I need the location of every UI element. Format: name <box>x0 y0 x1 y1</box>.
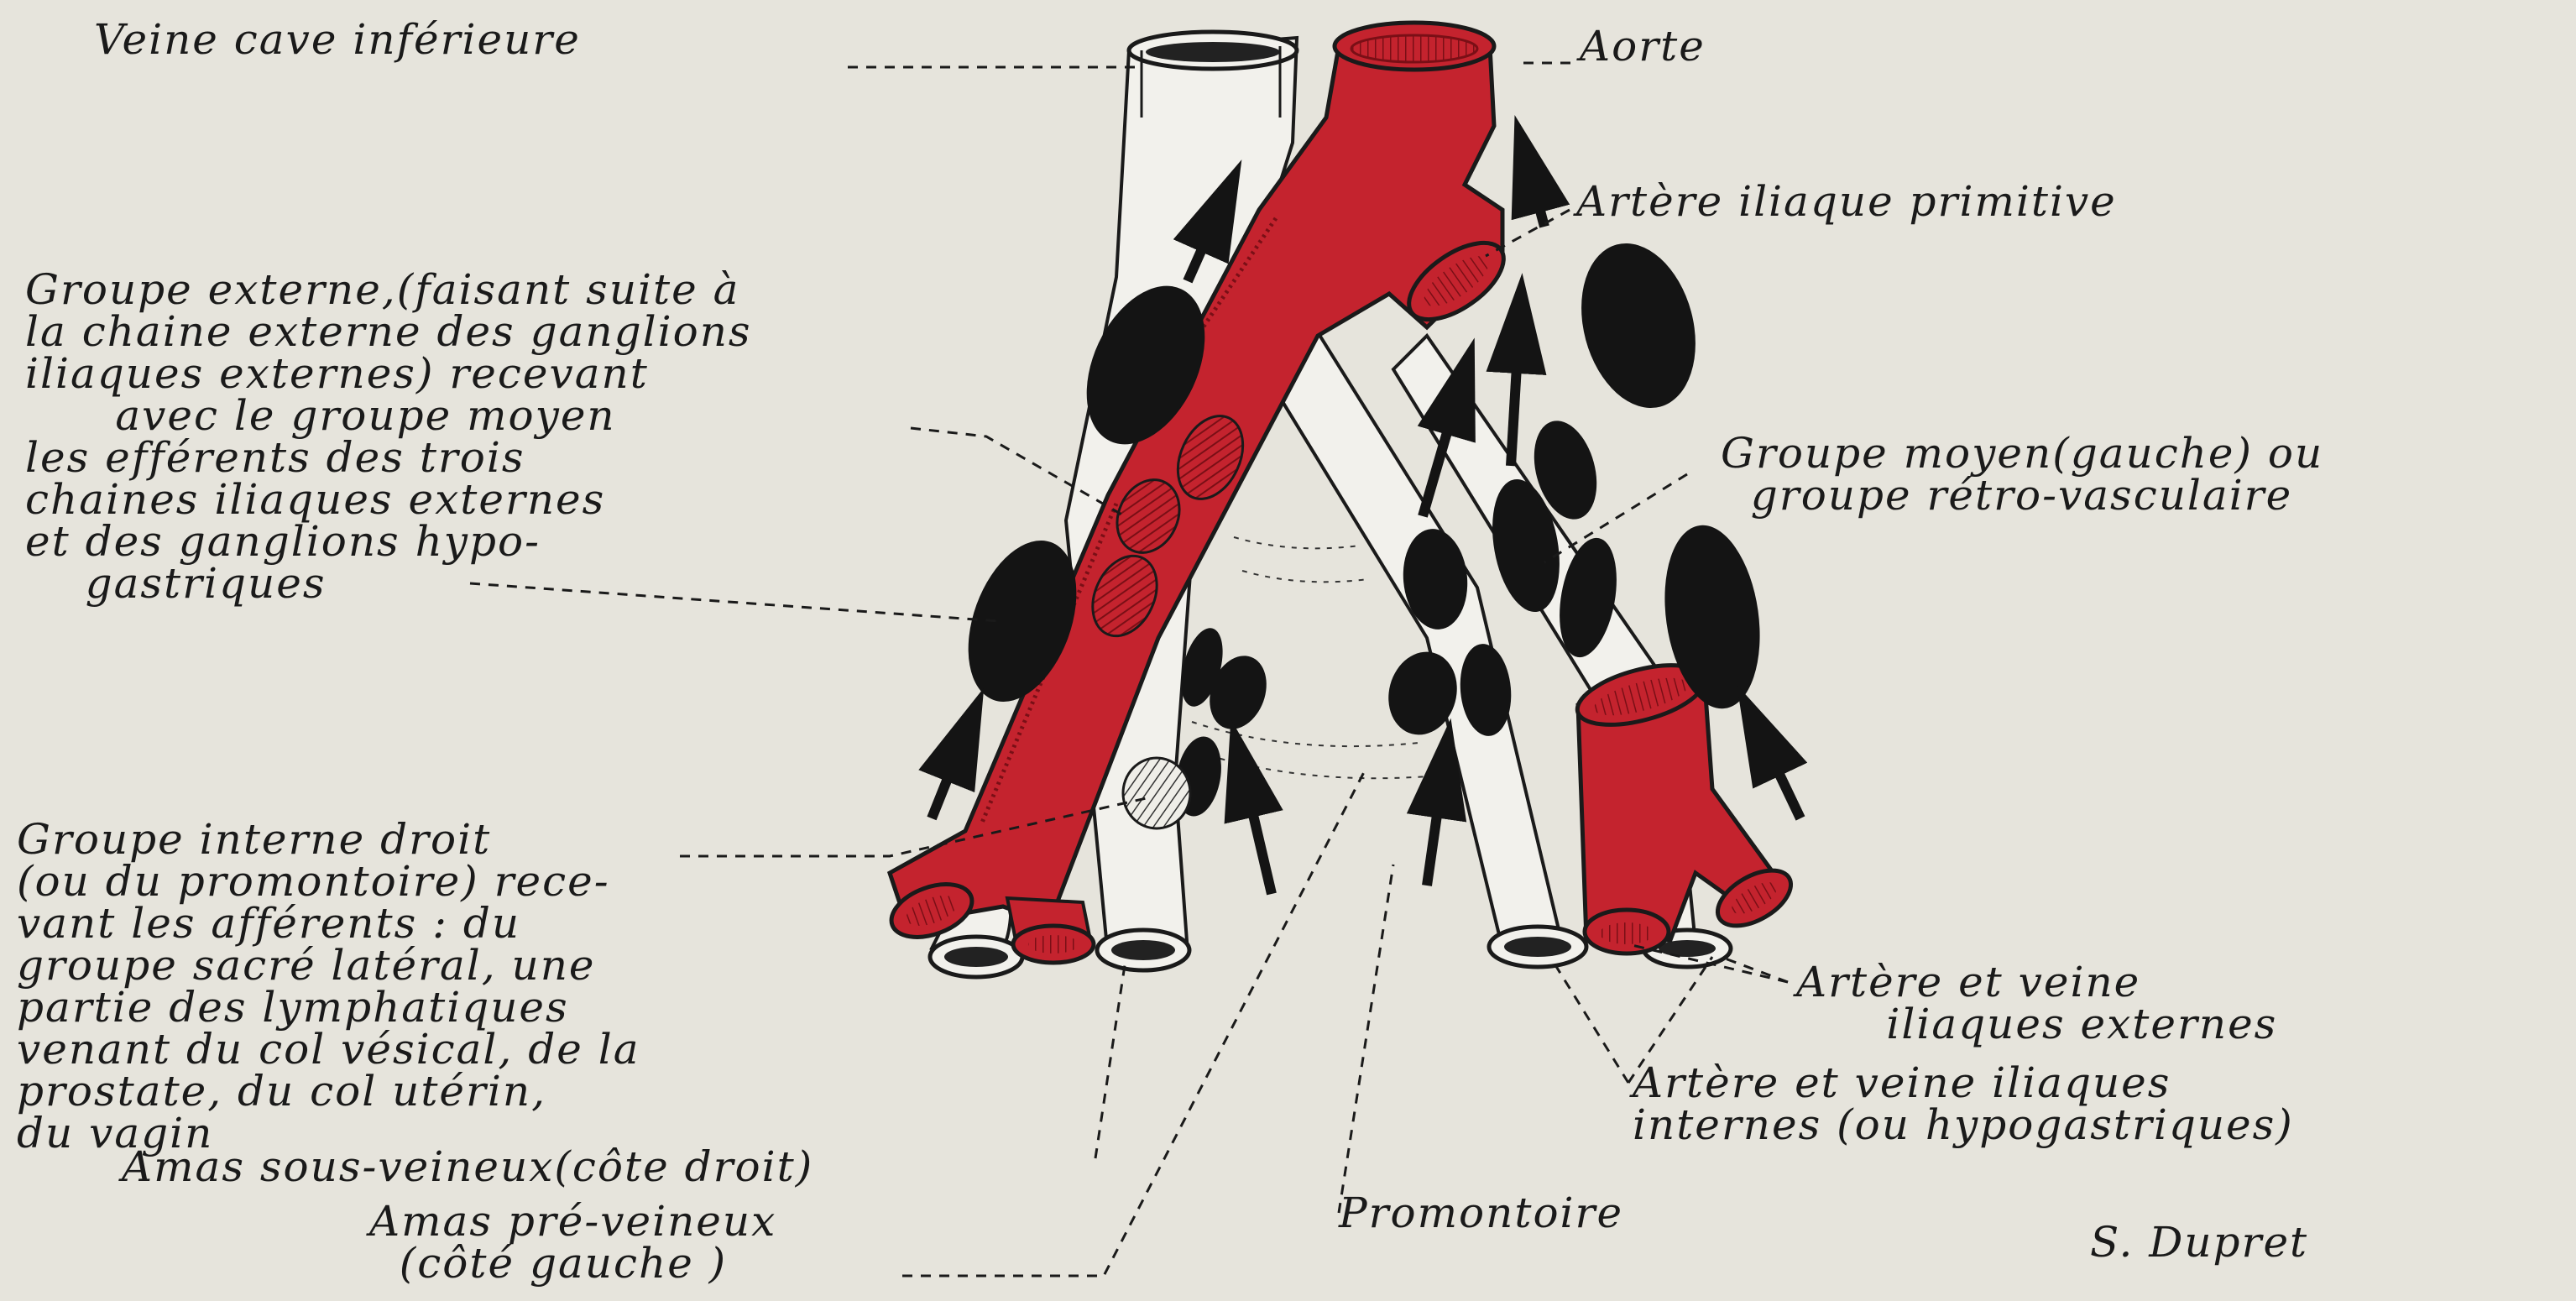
label-aorte: Aorte <box>1580 25 1706 67</box>
label-groupe-externe: Groupe externe,(faisant suite à la chain… <box>25 269 752 604</box>
signature: S. Dupret <box>2090 1221 2308 1263</box>
label-iliaques-externes: Artère et veine iliaques externes <box>1796 961 2277 1045</box>
lymph-node-subvenous <box>1123 758 1190 828</box>
label-groupe-interne: Groupe interne droit (ou du promontoire)… <box>17 818 640 1154</box>
label-veine-cave: Veine cave inférieure <box>94 18 581 60</box>
label-iliaque-primitive: Artère iliaque primitive <box>1576 180 2117 222</box>
label-promontoire: Promontoire <box>1339 1192 1623 1234</box>
label-amas-pre-veineux: Amas pré-veineux (côté gauche ) <box>369 1200 776 1284</box>
label-groupe-moyen: Groupe moyen(gauche) ou groupe rétro-vas… <box>1721 432 2323 516</box>
label-amas-sous-veineux: Amas sous-veineux(côte droit) <box>122 1146 813 1188</box>
label-iliaques-internes: Artère et veine iliaques internes (ou hy… <box>1633 1062 2294 1146</box>
